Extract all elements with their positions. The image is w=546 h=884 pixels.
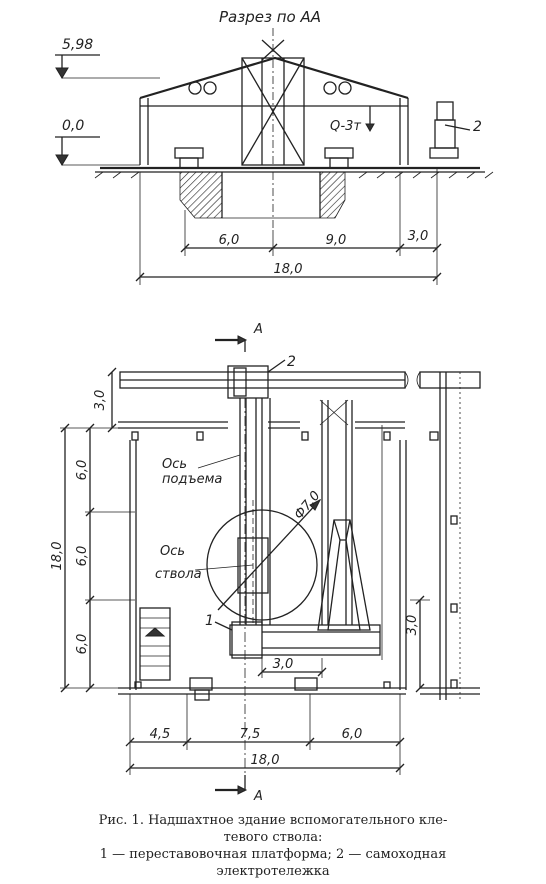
shaft-circle [206,498,322,625]
section-title: Разрез по АА [219,8,321,26]
section-trolleys [174,101,471,169]
crane-hook [365,106,375,133]
shaft-diameter-label: Ф7,0 [292,489,324,523]
stair-block [139,607,171,681]
bottom-dim-45: 4,5 [150,727,171,742]
plan-callout-1: 1 [205,613,214,629]
section-cut-bottom [215,398,248,795]
transfer-platform [214,621,381,659]
bottom-dim-60: 6,0 [342,727,363,742]
elevation-zero-label: 0,0 [62,118,84,134]
section-a-bottom-label: А [253,789,263,804]
crane-capacity-label: Q-3т [330,119,361,134]
section-dimensions [135,168,442,285]
plan-view: А 2 [50,322,481,804]
section-dim-3: 3,0 [408,229,429,244]
elevation-top-marker [55,54,160,79]
section-dim-18: 18,0 [274,262,303,277]
section-dim-6: 6,0 [219,233,240,248]
top-crane-rail [119,371,481,389]
figure-caption: Рис. 1. Надшахтное здание вспомогательно… [0,812,546,880]
bottom-dimensions [125,694,405,775]
section-aa: Разрез по АА 5,98 0,0 [55,8,494,285]
inner-dimension [257,658,327,678]
section-dim-9: 9,0 [326,233,347,248]
left-dim-6c: 6,0 [75,634,90,655]
left-dimensions [60,367,135,693]
hoist-axis-label-2: подъема [162,472,222,487]
bottom-dim-75: 7,5 [240,727,261,742]
floor-ground [94,166,494,219]
caption-line-1: Рис. 1. Надшахтное здание вспомогательно… [98,813,448,828]
section-cut-top [215,335,248,352]
roof-truss [139,56,409,165]
section-callout-2: 2 [473,119,482,135]
self-propelled-trolley [227,359,286,399]
left-dim-6a: 6,0 [75,460,90,481]
section-a-top-label: А [253,322,263,337]
building-walls [118,372,480,700]
left-dim-18: 18,0 [50,542,65,571]
headframe-tower [241,28,305,230]
inner-dim-3: 3,0 [273,657,294,672]
caption-line-4: электротележка [216,864,330,879]
shaft-axis-label-1: Ось [160,544,185,559]
bottom-dim-18: 18,0 [251,753,280,768]
bottom-machinery [134,677,391,701]
right-dim-3: 3,0 [405,615,420,636]
a-frame-structure [317,519,371,631]
hoist-guides [239,398,383,660]
caption-line-2: тевого ствола: [223,830,323,845]
caption-line-3: 1 — переставовочная платформа; 2 — самох… [99,847,447,862]
left-dim-3: 3,0 [93,390,108,411]
elevation-top-label: 5,98 [62,37,93,53]
hoist-axis-label-1: Ось [162,457,187,472]
elevation-zero-marker [55,136,140,166]
right-dimension [410,595,430,693]
plan-callout-2: 2 [287,354,296,370]
shaft-axis-label-2: ствола [155,567,202,582]
upper-beam-row [118,399,439,441]
left-dim-6b: 6,0 [75,546,90,567]
